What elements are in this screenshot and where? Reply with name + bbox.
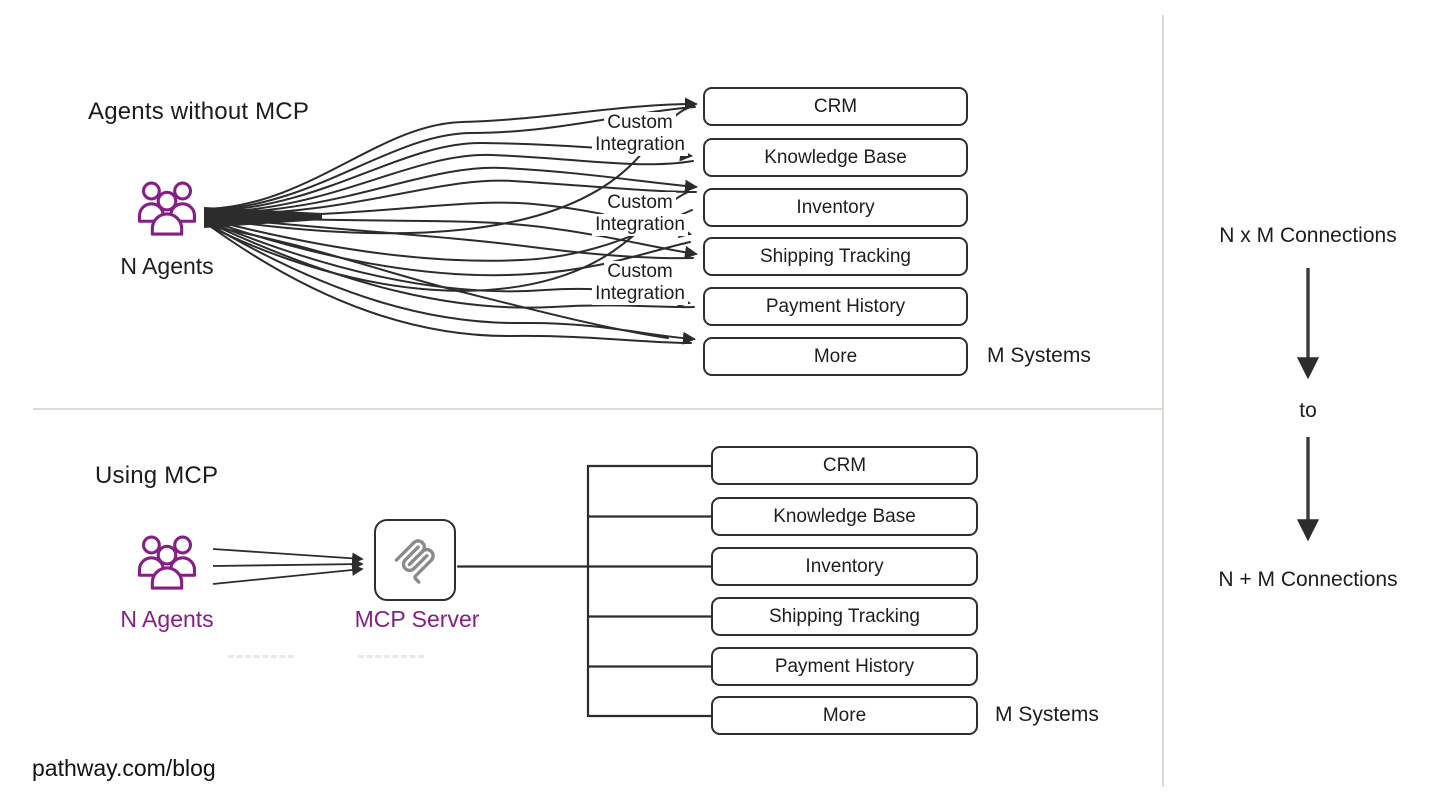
bottom-section-title: Using MCP bbox=[95, 462, 219, 489]
custom-integration-label-3: Custom Integration bbox=[578, 261, 702, 305]
top-system-box-inventory: Inventory bbox=[703, 188, 968, 227]
vertical-panel-divider bbox=[1162, 15, 1164, 787]
ci-2-line1: Custom bbox=[604, 192, 676, 214]
ci-3-line1: Custom bbox=[604, 261, 676, 283]
bottom-system-box-knowledge: Knowledge Base bbox=[711, 497, 978, 536]
fan-bundle-wedge bbox=[204, 207, 322, 228]
ci-1-line1: Custom bbox=[604, 112, 676, 134]
top-system-box-more: More bbox=[703, 337, 968, 376]
agents-icon-bottom bbox=[134, 533, 200, 595]
bottom-m-systems-label: M Systems bbox=[995, 703, 1099, 726]
bottom-system-box-shipping: Shipping Tracking bbox=[711, 597, 978, 636]
faded-artifact-left bbox=[228, 655, 294, 658]
horizontal-section-divider bbox=[33, 408, 1162, 410]
mcp-server-label: MCP Server bbox=[354, 606, 480, 632]
top-system-box-crm: CRM bbox=[703, 87, 968, 126]
ci-2-line2: Integration bbox=[592, 214, 688, 236]
agents-to-mcp-arrows bbox=[212, 548, 364, 585]
faded-artifact-right bbox=[358, 655, 424, 658]
custom-integration-label-2: Custom Integration bbox=[578, 192, 702, 236]
top-system-box-shipping: Shipping Tracking bbox=[703, 237, 968, 276]
to-label: to bbox=[1299, 399, 1317, 422]
bottom-system-box-payment: Payment History bbox=[711, 647, 978, 686]
ci-3-line2: Integration bbox=[592, 283, 688, 305]
top-m-systems-label: M Systems bbox=[987, 344, 1091, 367]
bottom-system-box-crm: CRM bbox=[711, 446, 978, 485]
top-section-title: Agents without MCP bbox=[88, 98, 310, 125]
top-system-box-payment: Payment History bbox=[703, 287, 968, 326]
bottom-agents-label: N Agents bbox=[120, 606, 214, 632]
mcp-server-box bbox=[374, 519, 456, 601]
mcp-logo-icon bbox=[394, 539, 435, 584]
bottom-system-box-more: More bbox=[711, 696, 978, 735]
top-system-box-knowledge: Knowledge Base bbox=[703, 138, 968, 177]
mcp-to-systems-tree bbox=[456, 464, 714, 718]
nxm-connections-label: N x M Connections bbox=[1219, 224, 1397, 247]
footer-blog-url: pathway.com/blog bbox=[32, 755, 216, 781]
npm-connections-label: N + M Connections bbox=[1218, 568, 1398, 591]
top-agents-label: N Agents bbox=[120, 253, 214, 279]
bottom-system-box-inventory: Inventory bbox=[711, 547, 978, 586]
ci-1-line2: Integration bbox=[592, 134, 688, 156]
custom-integration-label-1: Custom Integration bbox=[578, 112, 702, 156]
agents-icon bbox=[134, 179, 200, 241]
